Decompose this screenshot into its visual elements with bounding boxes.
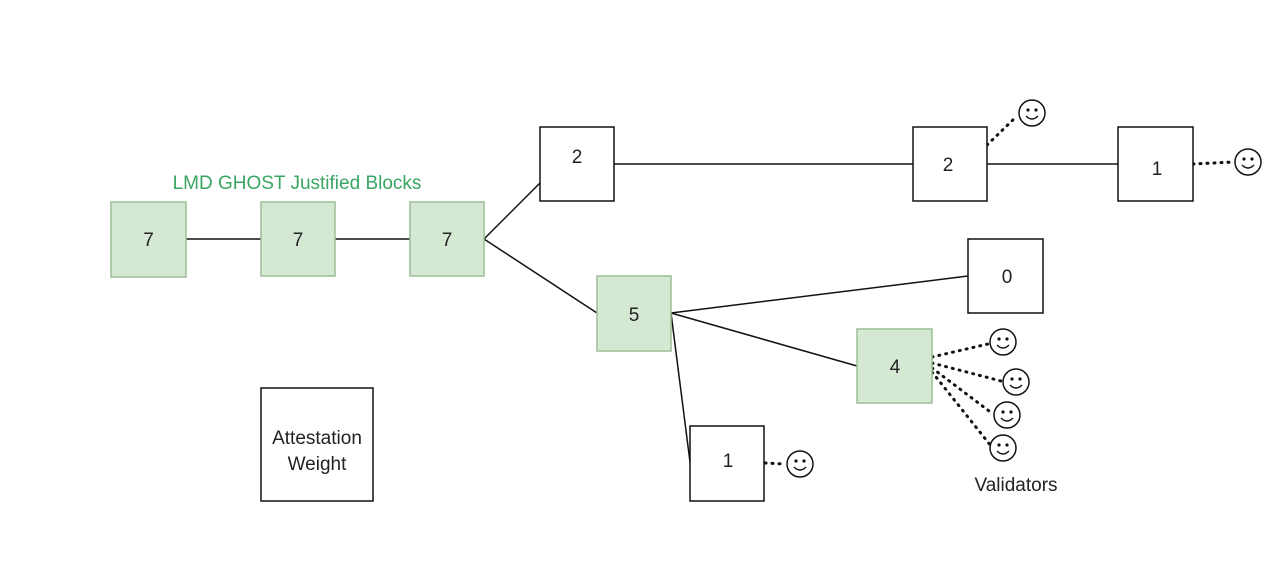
- block-weight: 2: [943, 155, 954, 176]
- validators: [786, 99, 1262, 478]
- smiley-icon: [989, 328, 1017, 356]
- validators-label: Validators: [974, 475, 1057, 496]
- smiley-icon: [989, 434, 1017, 462]
- block-zero[interactable]: 0: [967, 238, 1044, 314]
- chain-edges: [186, 163, 1118, 463]
- edge-mid-four: [670, 312, 858, 367]
- attestation-weight-legend: Attestation Weight: [260, 387, 374, 502]
- vote-line: [930, 366, 995, 416]
- block-weight: 7: [143, 230, 154, 251]
- smiley-icon: [1018, 99, 1046, 127]
- edge-j3-mid: [483, 238, 598, 314]
- validator-votes: [763, 114, 1235, 466]
- vote-line: [930, 370, 993, 448]
- smiley-icon: [993, 401, 1021, 429]
- legend-line-1: Attestation: [272, 428, 362, 449]
- block-low[interactable]: 1: [689, 425, 765, 502]
- block-weight: 4: [890, 357, 901, 378]
- vote-line: [763, 461, 787, 466]
- legend-line-2: Weight: [288, 454, 348, 475]
- block-j3[interactable]: 7: [409, 201, 485, 277]
- block-weight: 2: [572, 147, 583, 168]
- smiley-icon: [1234, 148, 1262, 176]
- blocks: 7 7 7 2 2 1 5 0: [110, 126, 1194, 502]
- block-top1[interactable]: 2: [539, 126, 615, 202]
- vote-line: [1191, 160, 1235, 166]
- block-j2[interactable]: 7: [260, 201, 336, 277]
- block-weight: 1: [1152, 159, 1163, 180]
- edge-mid-low: [670, 312, 691, 463]
- block-weight: 7: [293, 230, 304, 251]
- block-weight: 7: [442, 230, 453, 251]
- block-weight: 5: [629, 305, 640, 326]
- smiley-icon: [786, 450, 814, 478]
- block-weight: 0: [1002, 267, 1013, 288]
- block-top2[interactable]: 2: [912, 126, 988, 202]
- block-weight: 1: [723, 451, 734, 472]
- block-four[interactable]: 4: [856, 328, 933, 404]
- edge-mid-zero: [670, 275, 969, 314]
- diagram-title: LMD GHOST Justified Blocks: [173, 173, 422, 194]
- block-top3[interactable]: 1: [1117, 126, 1194, 202]
- smiley-icon: [1002, 368, 1030, 396]
- block-mid[interactable]: 5: [596, 275, 672, 352]
- vote-line: [930, 361, 1003, 383]
- edge-j3-top1: [483, 182, 541, 240]
- block-j1[interactable]: 7: [110, 201, 187, 278]
- vote-line: [930, 342, 990, 359]
- vote-line: [985, 114, 1019, 147]
